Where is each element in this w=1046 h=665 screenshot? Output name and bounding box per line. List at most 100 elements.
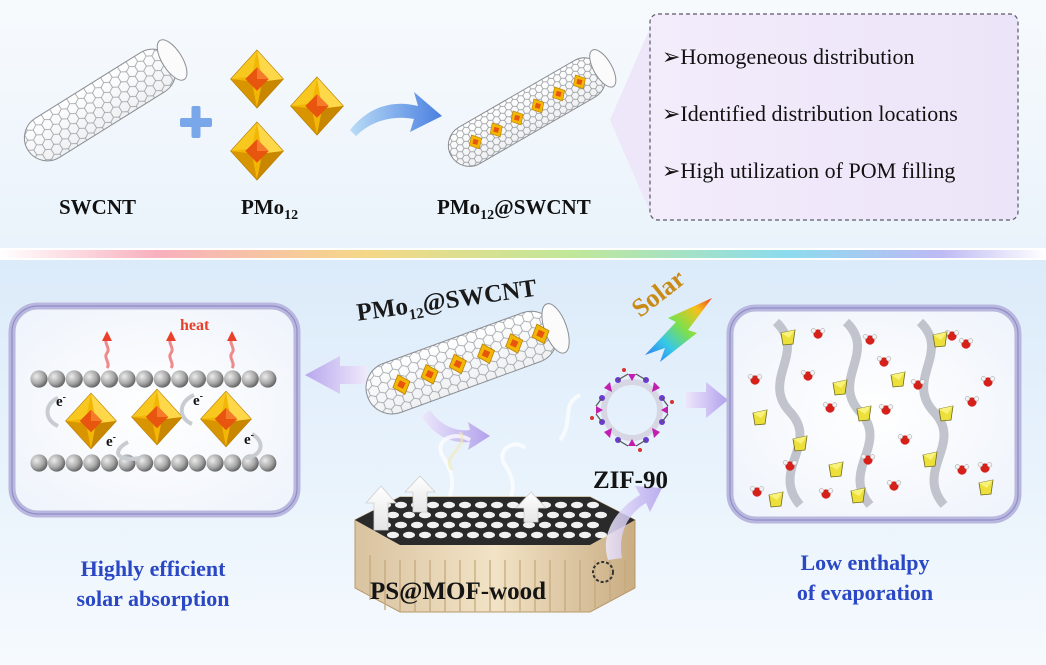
wood-channel bbox=[451, 511, 463, 519]
feature-item: ➢High utilization of POM filling bbox=[662, 158, 956, 183]
panel-polyhedra bbox=[65, 388, 252, 450]
wood-channel bbox=[459, 501, 471, 509]
carbon-atom bbox=[224, 454, 242, 472]
wood-channel bbox=[475, 501, 487, 509]
electron-charge: - bbox=[112, 432, 117, 443]
wood-channel bbox=[427, 521, 439, 529]
swcnt-label: SWCNT bbox=[59, 195, 137, 219]
wood-channel bbox=[531, 531, 543, 539]
carbon-atom bbox=[188, 454, 206, 472]
wood-channel bbox=[395, 521, 407, 529]
electron-label: e- bbox=[193, 391, 203, 410]
left-caption-line1: Highly efficient bbox=[80, 556, 226, 581]
carbon-atom bbox=[171, 370, 189, 388]
wood-channel bbox=[563, 511, 575, 519]
wood-channel bbox=[491, 521, 503, 529]
electron-arrows bbox=[45, 393, 263, 461]
wood-channel bbox=[555, 501, 567, 509]
wood-channel bbox=[387, 511, 399, 519]
wood-channel bbox=[483, 511, 495, 519]
zif-cluster bbox=[828, 461, 844, 478]
wood-channel bbox=[435, 511, 447, 519]
pmo12-label-base: PMo bbox=[241, 195, 285, 219]
callout-wedge bbox=[610, 28, 650, 212]
zif-cluster bbox=[856, 405, 872, 422]
zif-cluster bbox=[938, 405, 954, 422]
arrow-to-mechanism bbox=[305, 356, 368, 394]
wood-channel bbox=[587, 501, 599, 509]
carbon-atom bbox=[100, 454, 118, 472]
carbon-atom bbox=[136, 454, 154, 472]
evaporation-panel bbox=[726, 304, 1022, 524]
wood-label: PS@MOF-wood bbox=[370, 578, 547, 605]
wood-channel bbox=[547, 531, 559, 539]
wood-channel bbox=[467, 531, 479, 539]
electron-symbol: e bbox=[106, 434, 113, 450]
wood-channel bbox=[411, 521, 423, 529]
zif-cluster bbox=[978, 479, 994, 496]
wood-channel bbox=[499, 531, 511, 539]
carbon-atom bbox=[30, 454, 48, 472]
wood-channel bbox=[467, 511, 479, 519]
electron-label: e- bbox=[56, 392, 66, 411]
feature-item: ➢Homogeneous distribution bbox=[662, 44, 915, 69]
composite-tube-bottom bbox=[365, 303, 570, 415]
carbon-atom bbox=[259, 370, 277, 388]
zif-cluster bbox=[792, 435, 808, 452]
wood-channel bbox=[459, 521, 471, 529]
composite-label-tail: @SWCNT bbox=[494, 195, 591, 219]
plus-icon bbox=[180, 106, 212, 138]
carbon-atom bbox=[118, 370, 136, 388]
wood-channel bbox=[579, 511, 591, 519]
wood-channel bbox=[499, 511, 511, 519]
arrow-to-evaporation bbox=[686, 382, 728, 418]
wood-channel bbox=[443, 501, 455, 509]
wood-channel bbox=[507, 521, 519, 529]
zif-cluster bbox=[922, 451, 938, 468]
features-box bbox=[649, 13, 1019, 221]
wood-channel bbox=[507, 501, 519, 509]
carbon-atom bbox=[153, 370, 171, 388]
vapor-arrows bbox=[365, 475, 547, 531]
wood-channel bbox=[539, 521, 551, 529]
wood-channel bbox=[475, 521, 487, 529]
swcnt-tube bbox=[23, 39, 188, 162]
composite-title-base: PMo bbox=[355, 292, 410, 327]
wood-channel bbox=[555, 521, 567, 529]
solar-bolt-icon bbox=[645, 298, 712, 362]
wood-channel bbox=[403, 511, 415, 519]
wood-channel bbox=[523, 521, 535, 529]
wood-channel bbox=[443, 521, 455, 529]
carbon-atom bbox=[83, 370, 101, 388]
wood-channel bbox=[595, 511, 607, 519]
zif90-framework bbox=[590, 368, 674, 452]
carbon-atom bbox=[188, 370, 206, 388]
wood-channel bbox=[403, 531, 415, 539]
wood-channel bbox=[435, 531, 447, 539]
wood-channel bbox=[491, 501, 503, 509]
carbon-atom bbox=[30, 370, 48, 388]
heat-label: heat bbox=[180, 317, 210, 334]
electron-symbol: e bbox=[56, 394, 63, 410]
electron-symbol: e bbox=[244, 432, 251, 448]
wood-channel bbox=[595, 531, 607, 539]
zif-cluster bbox=[780, 329, 796, 346]
carbon-atom bbox=[206, 454, 224, 472]
reaction-arrow bbox=[350, 92, 442, 136]
pmo12-label-sub: 12 bbox=[284, 208, 299, 224]
wood-channel bbox=[587, 521, 599, 529]
carbon-atom bbox=[171, 454, 189, 472]
wood-channel bbox=[563, 531, 575, 539]
carbon-atom bbox=[65, 370, 83, 388]
composite-tube-top bbox=[447, 49, 617, 167]
carbon-atom bbox=[224, 370, 242, 388]
carbon-atom bbox=[48, 454, 66, 472]
carbon-atom bbox=[136, 370, 154, 388]
wood-channel bbox=[571, 521, 583, 529]
carbon-atom bbox=[65, 454, 83, 472]
carbon-atom bbox=[206, 370, 224, 388]
zif-cluster bbox=[832, 379, 848, 396]
wood-channel bbox=[419, 531, 431, 539]
